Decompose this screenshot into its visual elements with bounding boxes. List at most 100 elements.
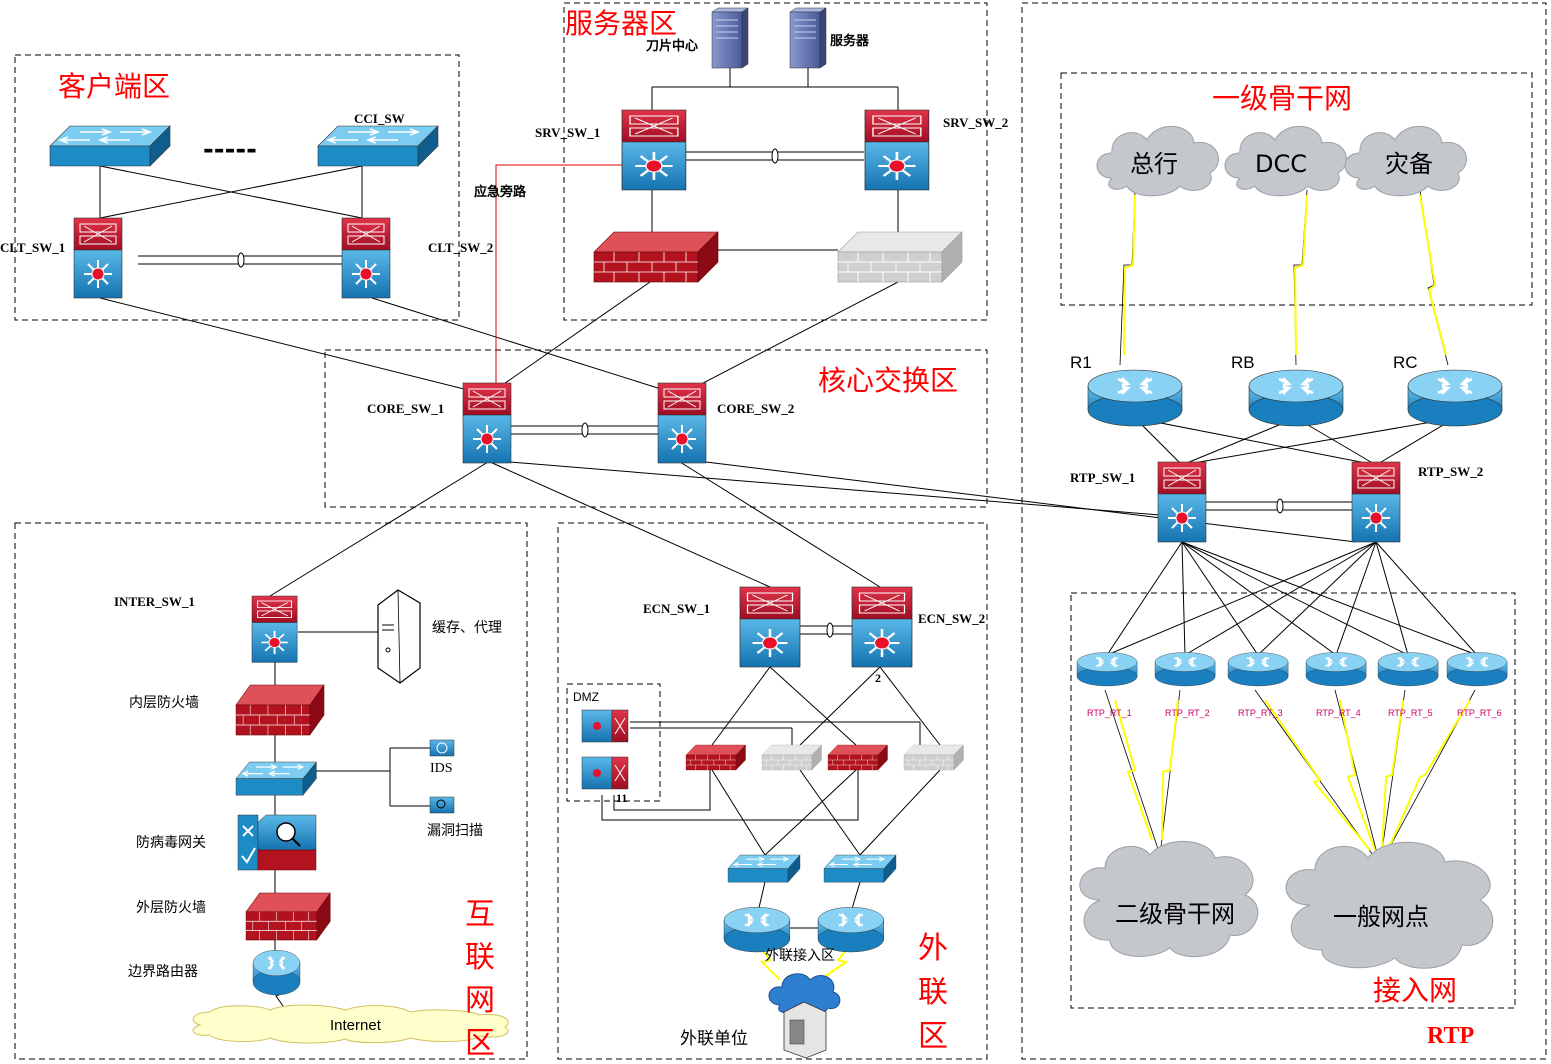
ecn-sw-2[interactable]	[850, 585, 914, 669]
access-router-2[interactable]	[1154, 651, 1216, 687]
dmz-switch-2[interactable]	[581, 756, 629, 790]
label-srv-sw-2: SRV_SW_2	[943, 115, 1008, 130]
label-rb: RB	[1231, 353, 1255, 372]
dmz-switch-1[interactable]	[581, 709, 629, 743]
clt-sw-1[interactable]	[73, 217, 123, 299]
ecn-sw-1[interactable]	[738, 585, 802, 669]
cloud-label-general: 一般网点	[1333, 903, 1429, 931]
label-ecn-unit: 外联单位	[680, 1029, 748, 1049]
cloud-label-hq: 总行	[1130, 150, 1178, 178]
label-dmz: DMZ	[573, 690, 599, 704]
ellipsis-dots: -----	[203, 135, 257, 165]
zone-title-ecn: 外 联 区	[918, 931, 958, 1054]
zone-title-client: 客户端区	[58, 70, 170, 103]
label-ids: IDS	[430, 761, 453, 776]
cache-proxy-server[interactable]	[377, 589, 421, 684]
label-rtp-rt-1: RTP_RT_1	[1087, 708, 1132, 718]
zone-title-internet: 互 联 网 区	[465, 897, 505, 1061]
zone-title-server: 服务器区	[565, 7, 677, 40]
ecn-access-switch-2[interactable]	[823, 854, 897, 883]
blade-server[interactable]	[711, 7, 749, 69]
access-router-3[interactable]	[1227, 651, 1289, 687]
router-r1[interactable]	[1086, 368, 1184, 428]
zone-title-access: 接入网	[1373, 974, 1457, 1007]
cloud-label-backbone2: 二级骨干网	[1115, 900, 1235, 928]
zone-title-rtp: RTP	[1427, 1023, 1474, 1049]
ecn-access-switch-1[interactable]	[727, 854, 801, 883]
ecn-firewall-4[interactable]	[903, 744, 964, 771]
label-rtp-sw-1: RTP_SW_1	[1070, 470, 1135, 485]
core-sw-2[interactable]	[657, 382, 707, 464]
link-rtp-sw-2-to-rt-4	[1335, 541, 1377, 656]
label-num2: 2	[875, 671, 881, 685]
server-tower[interactable]	[789, 7, 827, 69]
label-cache: 缓存、代理	[432, 620, 502, 636]
inter-sw-1[interactable]	[251, 595, 299, 664]
link-rtp-sw-1-to-rt-6	[1181, 541, 1478, 656]
label-vuln: 漏洞扫描	[427, 823, 483, 839]
label-ecn-sw-1: ECN_SW_1	[643, 601, 710, 616]
label-rc: RC	[1393, 353, 1418, 372]
srv-sw-2[interactable]	[863, 108, 931, 192]
ecn-firewall-1[interactable]	[685, 744, 746, 771]
border-router[interactable]	[251, 949, 302, 997]
rtp-sw-2[interactable]	[1351, 461, 1401, 543]
access-router-1[interactable]	[1076, 651, 1138, 687]
link-rtp-sw-1-to-rt-4	[1181, 541, 1337, 656]
link-rtp-sw-2-to-rt-2	[1184, 541, 1377, 656]
label-rtp-rt-6: RTP_RT_6	[1457, 708, 1502, 718]
access-router-5[interactable]	[1377, 651, 1439, 687]
link-rtp-sw-2-to-rt-5	[1375, 541, 1409, 656]
access-router-4[interactable]	[1305, 651, 1367, 687]
antivirus-gateway[interactable]	[237, 814, 317, 871]
link-rtp-sw-1-to-rt-1	[1106, 541, 1183, 656]
link-rtp-sw-2-to-rt-1	[1106, 541, 1377, 656]
label-inter-sw-1: INTER_SW_1	[114, 594, 195, 609]
label-antivirus: 防病毒网关	[136, 835, 206, 851]
label-rtp-rt-4: RTP_RT_4	[1316, 708, 1361, 718]
label-core-sw-1: CORE_SW_1	[367, 401, 444, 416]
ecn-unit-terminal[interactable]	[783, 1001, 827, 1059]
link-rtp-sw-1-to-rt-3	[1181, 541, 1259, 656]
label-num11: 11	[616, 791, 627, 805]
ecn-router-1[interactable]	[722, 906, 791, 954]
cloud-label-backup: 灾备	[1385, 150, 1433, 178]
router-rb[interactable]	[1247, 368, 1345, 428]
label-internet: Internet	[330, 1017, 382, 1034]
label-ecn-sw-2: ECN_SW_2	[918, 611, 985, 626]
router-rc[interactable]	[1406, 368, 1504, 428]
ecn-firewall-2[interactable]	[761, 744, 822, 771]
ecn-firewall-3[interactable]	[827, 744, 888, 771]
outer-firewall[interactable]	[245, 892, 331, 941]
rtp-sw-1[interactable]	[1157, 461, 1207, 543]
client-switch-1[interactable]	[49, 125, 171, 167]
label-cci-sw: CCI_SW	[354, 111, 405, 126]
srv-sw-1[interactable]	[620, 108, 688, 192]
label-rtp-rt-3: RTP_RT_3	[1238, 708, 1283, 718]
inner-firewall[interactable]	[235, 684, 325, 736]
cci-switch[interactable]	[317, 125, 439, 167]
label-emergency: 应急旁路	[474, 184, 527, 199]
core-sw-1[interactable]	[462, 382, 512, 464]
access-router-6[interactable]	[1446, 651, 1508, 687]
label-ecn-access: 外联接入区	[765, 947, 835, 964]
server-firewall-1[interactable]	[593, 231, 719, 283]
label-core-sw-2: CORE_SW_2	[717, 401, 794, 416]
label-rtp-rt-2: RTP_RT_2	[1165, 708, 1210, 718]
internet-switch[interactable]	[235, 761, 318, 796]
label-inner-fw: 内层防火墙	[129, 695, 199, 711]
label-srv-sw-1: SRV_SW_1	[535, 125, 600, 140]
label-border-router: 边界路由器	[128, 964, 198, 980]
label-clt-sw-1: CLT_SW_1	[0, 240, 65, 255]
cloud-backbone2	[1079, 841, 1259, 958]
ecn-router-2[interactable]	[816, 906, 885, 954]
label-clt-sw-2: CLT_SW_2	[428, 240, 493, 255]
ids-device[interactable]	[429, 739, 455, 757]
server-firewall-2[interactable]	[837, 231, 963, 283]
label-rtp-sw-2: RTP_SW_2	[1418, 464, 1483, 479]
vuln-scanner[interactable]	[429, 796, 455, 814]
link-rtp-sw-1-to-rt-5	[1181, 541, 1409, 656]
clt-sw-2[interactable]	[341, 217, 391, 299]
label-outer-fw: 外层防火墙	[136, 900, 206, 916]
